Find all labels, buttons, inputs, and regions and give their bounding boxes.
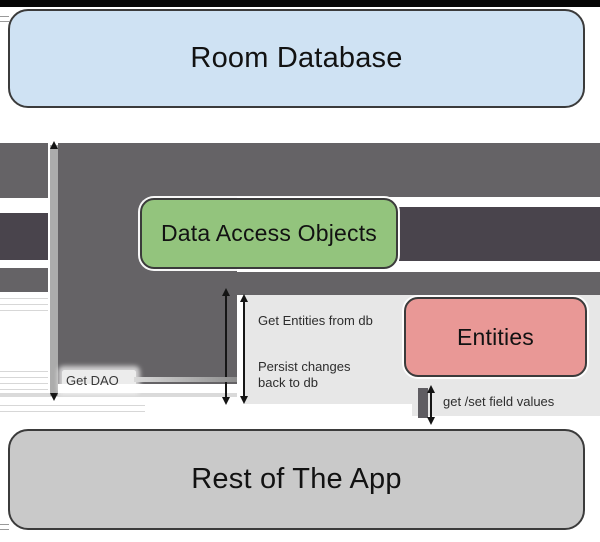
arrowhead-down-icon: [50, 393, 58, 401]
get-dao-arrow-shaft: [50, 145, 58, 396]
edge-label-panel-extension: [412, 404, 600, 416]
node-room-database-label: Room Database: [190, 42, 403, 74]
page-edge-mark: [0, 16, 9, 22]
connector-band-mid-right: [399, 207, 600, 261]
get-dao-arrow: [50, 141, 58, 401]
persist-changes-label: Persist changes back to db: [258, 359, 378, 391]
persist-changes-line1: Persist changes: [258, 359, 351, 374]
dao-db-arrow: [222, 288, 230, 405]
stripe-artifact: [0, 393, 237, 397]
connector-band-top-right: [237, 143, 600, 197]
get-dao-label: Get DAO: [66, 372, 119, 388]
arrowhead-down-icon: [427, 417, 435, 425]
page-edge-mark: [0, 524, 9, 530]
arrow-shaft: [243, 300, 245, 398]
arrowhead-up-icon: [222, 288, 230, 296]
stripe-artifact: [0, 402, 145, 412]
node-data-access-objects: Data Access Objects: [140, 198, 398, 269]
connector-band-top-left: [0, 143, 48, 198]
stripe-artifact: [0, 368, 48, 390]
connector-band-low-left: [0, 268, 48, 292]
persist-changes-line2: back to db: [258, 375, 318, 390]
node-rest-of-app-label: Rest of The App: [191, 463, 402, 495]
arrowhead-up-icon: [240, 294, 248, 302]
get-set-connector-bar: [418, 388, 428, 418]
node-dao-label: Data Access Objects: [161, 220, 377, 246]
get-entities-label: Get Entities from db: [258, 313, 373, 328]
arrowhead-up-icon: [427, 385, 435, 393]
arrow-shaft: [430, 391, 432, 419]
get-dao-label-highlight: Get DAO: [62, 370, 136, 390]
window-top-strip: [0, 0, 600, 7]
arrow-shaft: [225, 294, 227, 399]
get-dao-pointer-line: [134, 377, 237, 382]
arrowhead-down-icon: [240, 396, 248, 404]
node-rest-of-the-app: Rest of The App: [8, 429, 585, 530]
connector-band-mid-left: [0, 213, 48, 260]
arrowhead-up-icon: [50, 141, 58, 149]
get-set-arrow: [427, 385, 435, 425]
arrowhead-down-icon: [222, 397, 230, 405]
node-room-database: Room Database: [8, 9, 585, 108]
stripe-artifact: [0, 295, 48, 313]
connector-band-low-right: [237, 272, 600, 295]
node-entities: Entities: [404, 297, 587, 377]
dao-db-arrow-2: [240, 294, 248, 404]
get-set-field-values-label: get /set field values: [443, 394, 555, 409]
node-entities-label: Entities: [456, 323, 535, 350]
